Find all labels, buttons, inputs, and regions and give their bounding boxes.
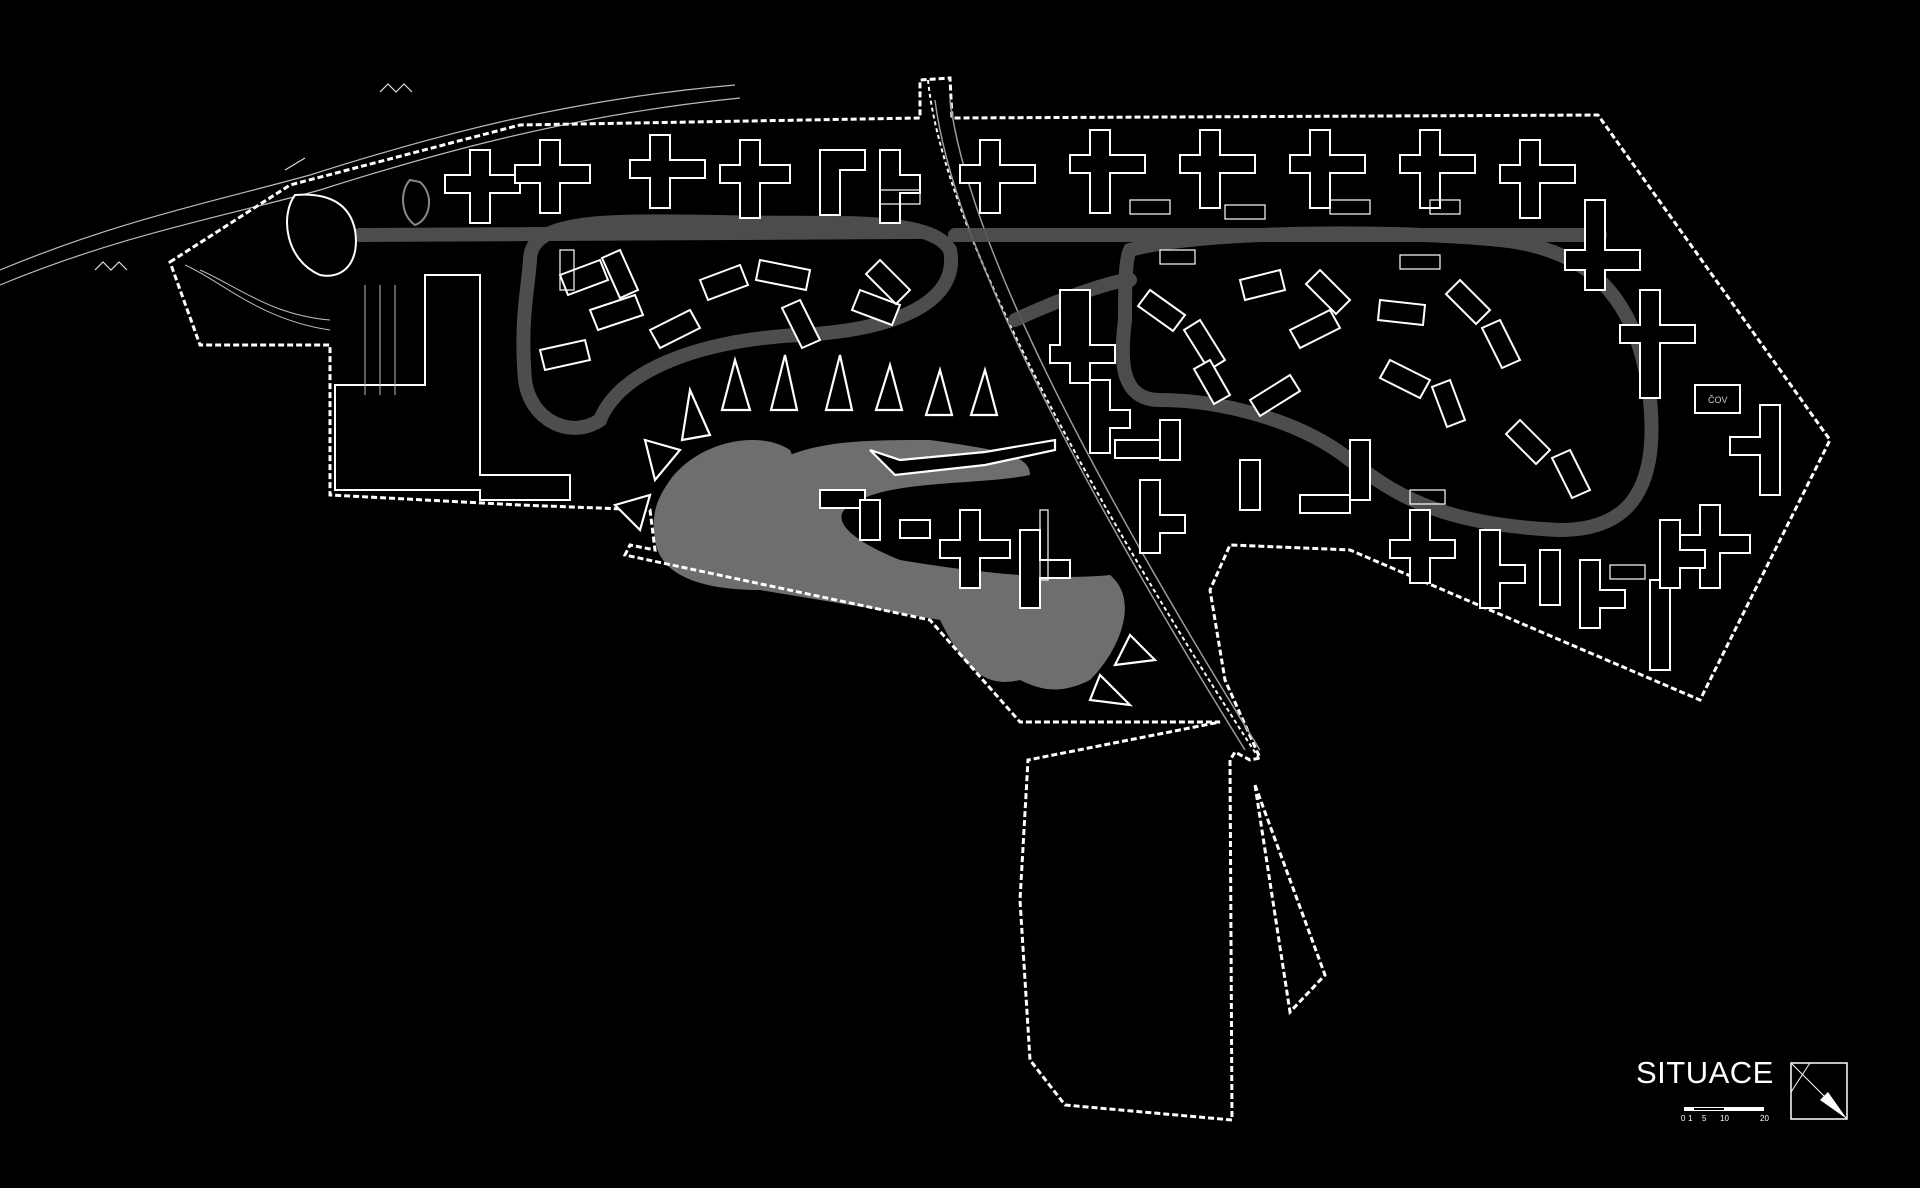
map-title: SITUACE [1636,1055,1774,1090]
site-boundary [168,76,1832,1122]
scale-tick: 5 [1702,1114,1707,1123]
parking [559,189,1646,581]
west-parking [184,264,396,395]
scale-tick: 1 [1688,1114,1693,1123]
cov-label: ČOV [1708,395,1728,405]
scale-tick: 20 [1760,1114,1769,1123]
buildings [286,129,1781,671]
pond [653,440,1125,690]
scale-bar-segment [1724,1107,1764,1111]
north-arrow-icon [1790,1062,1848,1120]
scale-tick: 0 [1681,1114,1686,1123]
main-road [934,99,1261,751]
cov-building [1694,384,1741,414]
scale-bar-segment [1684,1107,1694,1111]
scale-tick: 10 [1720,1114,1729,1123]
scale-bar: 0 1 5 10 20 [1681,1103,1770,1133]
access-road [0,83,741,286]
internal-roads [353,214,1659,538]
shelters [612,354,1158,707]
